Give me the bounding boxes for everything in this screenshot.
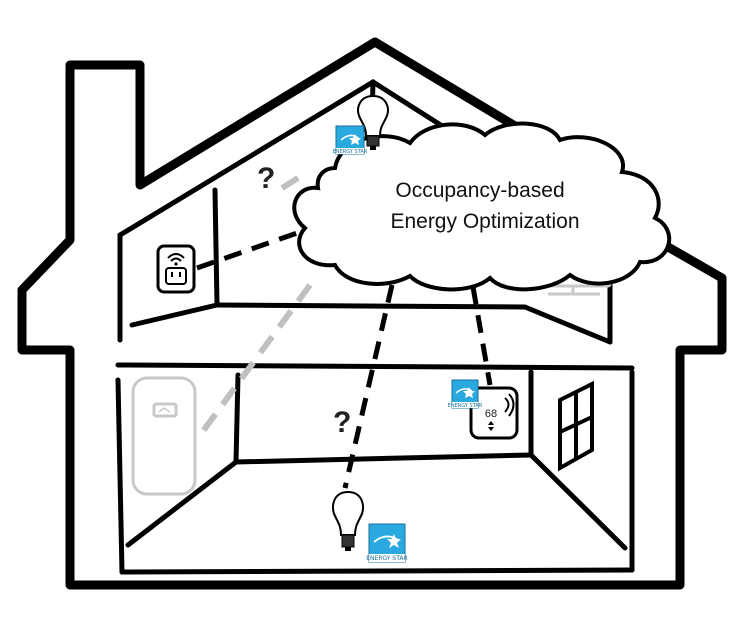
water-heater-icon xyxy=(131,376,197,496)
thermostat-temperature: 68 xyxy=(485,408,497,420)
smart-plug-icon xyxy=(156,244,196,294)
energy-star-badge-thermostat: ENERGY STAR xyxy=(448,379,483,409)
question-mark-upper: ? xyxy=(257,162,275,195)
light-bulb-upper-icon xyxy=(357,94,389,150)
house-interior-lines xyxy=(115,79,635,575)
thermostat-icon: 68 xyxy=(469,386,519,440)
energy-star-badge-upper: ENERGY STAR xyxy=(333,125,368,155)
svg-text:ENERGY STAR: ENERGY STAR xyxy=(448,403,483,409)
svg-text:ENERGY STAR: ENERGY STAR xyxy=(333,149,368,155)
cloud-title-line2: Energy Optimization xyxy=(390,210,579,233)
optimization-cloud xyxy=(292,121,672,292)
question-mark-lower: ? xyxy=(333,406,351,439)
wireless-links xyxy=(196,229,493,489)
energy-star-badge-lower: ENERGY STAR xyxy=(366,523,408,563)
window-icon xyxy=(558,380,594,472)
house-outline xyxy=(17,37,727,590)
svg-text:ENERGY STAR: ENERGY STAR xyxy=(366,555,407,562)
wired-links xyxy=(195,175,313,440)
light-bulb-lower-icon xyxy=(331,490,365,551)
cloud-title-line1: Occupancy-based xyxy=(395,179,564,202)
